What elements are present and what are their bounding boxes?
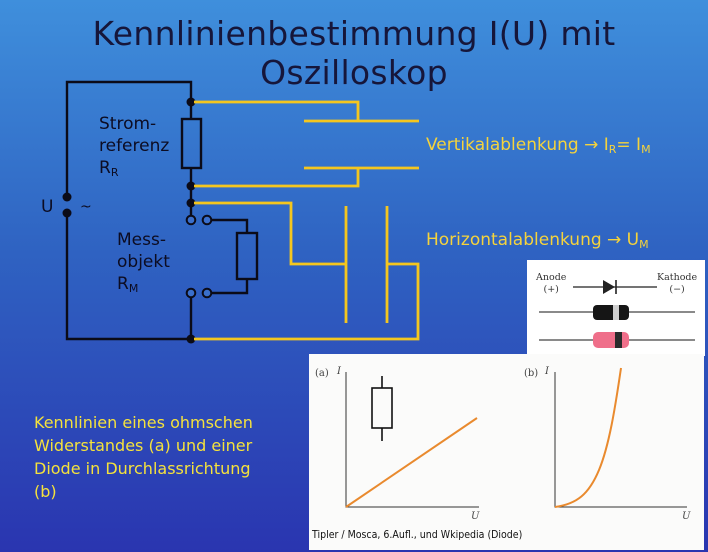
graph-a-x-label: U: [471, 511, 480, 522]
object-resistor: [235, 231, 259, 281]
graphs-svg: [345, 367, 687, 508]
reference-resistor: [180, 117, 203, 170]
diode-panel: Anode (+) Kathode (−): [527, 260, 705, 356]
cathode-label: Kathode (−): [657, 272, 698, 295]
vertical-deflection-label: Vertikalablenkung → IR= IM: [426, 135, 651, 156]
graph-b-tag: (b): [524, 368, 539, 379]
source-symbol: ~: [80, 199, 92, 215]
graph-a-tag: (a): [315, 368, 329, 379]
signal-wires: [194, 100, 420, 341]
linear-characteristic: [345, 417, 478, 508]
characteristic-graphs: (a) I U (b) I U: [309, 354, 704, 550]
source-label: U: [41, 197, 54, 217]
graph-b: [554, 367, 687, 508]
open-terminals: [185, 214, 213, 299]
reference-label: Strom- referenz RR: [99, 114, 170, 179]
caption: Kennlinien eines ohmschen Widerstandes (…: [34, 413, 253, 501]
diode-symbol: [573, 280, 657, 294]
diode-images: [539, 280, 695, 348]
object-label: Mess- objekt RM: [117, 230, 170, 295]
anode-label: Anode (+): [536, 272, 567, 295]
graph-a-y-label: I: [337, 366, 341, 377]
graph-b-y-label: I: [545, 366, 549, 377]
graph-a: [345, 372, 479, 508]
slide-title: Kennlinienbestimmung I(U) mit Oszillosko…: [92, 14, 616, 92]
graph-b-x-label: U: [682, 511, 691, 522]
red-diode-photo: [539, 332, 695, 348]
horizontal-deflection-label: Horizontalablenkung → UM: [426, 230, 649, 251]
circuit-nodes: [62, 97, 196, 344]
source-citation: Tipler / Mosca, 6.Aufl., und Wkipedia (D…: [312, 529, 523, 541]
black-diode-photo: [539, 305, 695, 320]
diode-characteristic: [554, 367, 622, 508]
resistor-symbol-icon: [371, 376, 393, 441]
